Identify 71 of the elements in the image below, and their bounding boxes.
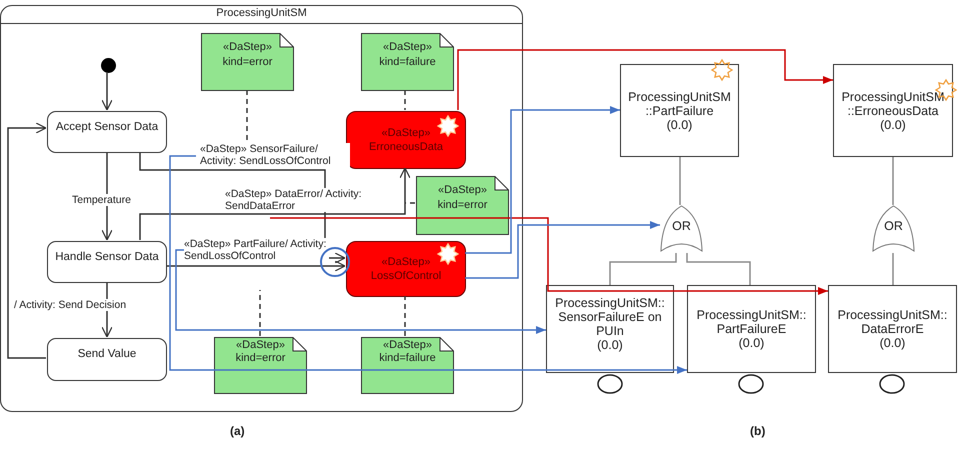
arrow <box>7 122 47 359</box>
transition-label: «DaStep» SensorFailure/ Activity: SendLossOfControl <box>200 143 350 167</box>
event-box <box>546 285 674 373</box>
transition-label: «DaStep» PartFailure/ Activity: SendLossOfControl <box>184 238 329 262</box>
state-machine-frame <box>0 5 523 412</box>
arrow <box>101 72 113 111</box>
stereotype-label: «DaStep» <box>236 339 285 352</box>
initial-state-dot <box>101 58 116 73</box>
note-text: kind=error <box>438 198 488 213</box>
arrow <box>169 155 687 374</box>
stereotype-label: «DaStep» <box>438 183 487 198</box>
dashed-connector <box>404 296 406 336</box>
state-name: Accept Sensor Data <box>56 120 158 134</box>
gate-label: OR <box>672 219 691 233</box>
error-state-box <box>346 111 466 169</box>
dashed-connector <box>404 90 406 110</box>
note-text: kind=failure <box>379 352 436 365</box>
arrow <box>465 221 660 279</box>
state-box <box>47 111 167 153</box>
state-name: LossOfControl <box>370 269 442 283</box>
note-shape <box>361 33 454 91</box>
event-box <box>687 285 816 373</box>
note-shape <box>214 337 307 394</box>
probability-value: (0.0) <box>880 118 906 132</box>
probability-value: (0.0) <box>738 336 764 350</box>
error-state-box <box>346 241 466 297</box>
event-box <box>620 64 739 157</box>
transition-label: / Activity: Send Decision <box>14 299 126 311</box>
stereotype-label: «DaStep» <box>383 40 432 55</box>
event-name: ProcessingUnitSM ::ErroneousData <box>840 90 946 118</box>
stereotype-label: «DaStep» <box>382 126 430 140</box>
arrow <box>175 249 546 334</box>
note-text: kind=error <box>222 55 272 70</box>
note-text: kind=error <box>236 352 286 365</box>
note-shape <box>416 176 509 235</box>
state-name: Send Value <box>78 347 136 361</box>
or-gate <box>660 205 703 253</box>
state-name: Handle Sensor Data <box>55 250 159 264</box>
probability-value: (0.0) <box>880 336 906 350</box>
arrow <box>101 152 113 241</box>
or-gate <box>872 205 915 253</box>
state-box <box>47 241 167 283</box>
dashed-connector <box>246 90 248 142</box>
arrow <box>139 167 411 240</box>
probability-value: (0.0) <box>666 118 692 132</box>
dashed-connector <box>405 202 415 204</box>
arrow <box>465 106 620 254</box>
stereotype-label: «DaStep» <box>223 40 272 55</box>
stereotype-label: «DaStep» <box>382 255 430 269</box>
note-shape <box>201 33 294 91</box>
arrow <box>166 260 346 272</box>
probability-value: (0.0) <box>597 338 623 352</box>
state-box <box>47 338 167 381</box>
arrow <box>270 217 828 295</box>
frame-title: ProcessingUnitSM <box>216 6 307 20</box>
event-box <box>828 285 957 373</box>
event-name: ProcessingUnitSM:: DataErrorE <box>836 308 948 336</box>
state-name: ErroneousData <box>369 140 443 154</box>
event-name: ProcessingUnitSM ::PartFailure <box>627 90 732 118</box>
stereotype-label: «DaStep» <box>383 339 432 352</box>
event-name: ProcessingUnitSM:: SensorFailureE on PUIn <box>554 296 666 338</box>
note-text: kind=failure <box>379 55 436 70</box>
arrow <box>457 49 833 110</box>
event-box <box>833 64 953 157</box>
gate-label: OR <box>884 219 903 233</box>
note-shape <box>361 337 454 394</box>
event-name: ProcessingUnitSM:: PartFailureE <box>696 308 808 336</box>
transition-label: Temperature <box>72 194 131 206</box>
dashed-connector <box>259 290 261 336</box>
panel-caption: (b) <box>750 424 766 438</box>
panel-caption: (a) <box>230 424 245 438</box>
